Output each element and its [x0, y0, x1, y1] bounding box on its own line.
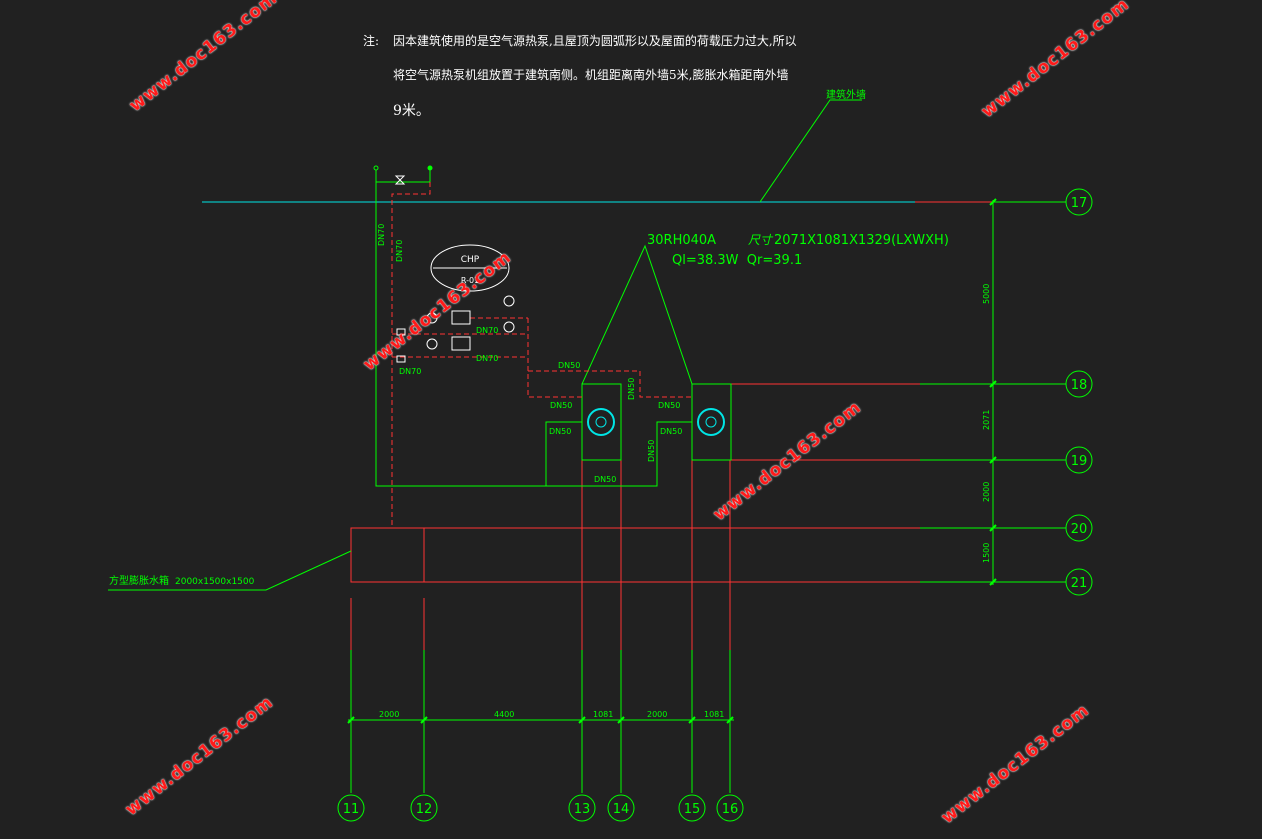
axis-label-18: 18: [1071, 378, 1088, 393]
supply-pipe: [391, 182, 431, 528]
dim-label: 4400: [494, 710, 514, 719]
pipe-label: DN70: [395, 240, 404, 262]
note-line-2: 将空气源热泵机组放置于建筑南侧。机组距离南外墙5米,膨胀水箱距南外墙: [393, 68, 789, 82]
axis-label-19: 19: [1071, 454, 1088, 469]
axis-label-20: 20: [1071, 522, 1088, 537]
pipe-label: DN70: [377, 224, 386, 246]
pipe-label: DN50: [660, 427, 682, 436]
tank-leader: [108, 550, 352, 591]
gauge-icon: [426, 312, 438, 324]
axis-label-16: 16: [722, 802, 739, 817]
note-label: 注:: [363, 34, 380, 48]
dim-label: 2071: [982, 410, 991, 430]
return-pipe-branch: [545, 421, 582, 486]
outer-wall-label: 建筑外墙: [826, 88, 866, 101]
pipe-label: DN50: [658, 401, 680, 410]
valve-icon: [396, 328, 406, 336]
note-line-3: 9米。: [393, 103, 430, 119]
fan-icon: [587, 408, 615, 436]
expansion-tank: [350, 527, 425, 583]
pump-ellipse: [430, 244, 510, 292]
axis-label-14: 14: [613, 802, 630, 817]
dim-label: 2000: [982, 482, 991, 502]
fan-icon: [705, 416, 717, 428]
pump-label: CHP: [461, 255, 480, 265]
supply-pipe: [528, 370, 692, 398]
pipe-label: DN50: [558, 361, 580, 370]
wall-leader: [759, 99, 862, 203]
dim-label: 2000: [647, 710, 667, 719]
pump-sub-label: R-01: [461, 276, 479, 285]
unit-capacity: Ql=38.3W Qr=39.1: [672, 253, 802, 268]
supply-pipe: [527, 318, 582, 398]
tank-size: 2000x1500x1500: [175, 577, 255, 587]
pipe-label: DN50: [627, 378, 636, 400]
axis-label-12: 12: [416, 802, 433, 817]
return-pipe: [375, 170, 692, 487]
valve-icon: [396, 355, 406, 363]
axis-label-17: 17: [1071, 196, 1088, 211]
pump-icon: [451, 336, 471, 351]
pump-icon: [451, 310, 471, 325]
pipe-label: DN70: [476, 326, 498, 335]
note-line-1: 因本建筑使用的是空气源热泵,且屋顶为圆弧形以及屋面的荷载压力过大,所以: [393, 34, 797, 48]
dim-label: 1500: [982, 543, 991, 563]
fan-icon: [595, 416, 607, 428]
valve-icon: [394, 175, 406, 185]
pipe-label: DN70: [399, 367, 421, 376]
dim-label: 1081: [593, 710, 613, 719]
dim-label: 2000: [379, 710, 399, 719]
vent-icon: [427, 165, 433, 171]
gauge-icon: [426, 338, 438, 350]
unit-leader: [581, 244, 693, 385]
vent-icon: [373, 165, 379, 171]
unit-model: 30RH040A: [647, 233, 716, 248]
pipe-label: DN50: [550, 401, 572, 410]
gauge-icon: [503, 295, 515, 307]
unit-size-label: 尺寸: [748, 233, 774, 247]
axis-label-21: 21: [1071, 576, 1088, 591]
pipe-label: DN50: [549, 427, 571, 436]
dim-label: 5000: [982, 284, 991, 304]
pipe-label: DN50: [647, 440, 656, 462]
gauge-icon: [503, 321, 515, 333]
tank-label: 方型膨胀水箱: [109, 574, 169, 587]
pipe-label: DN50: [594, 475, 616, 484]
fan-icon: [697, 408, 725, 436]
dim-label: 1081: [704, 710, 724, 719]
unit-size: 2071X1081X1329(LXWXH): [774, 233, 949, 248]
axis-label-15: 15: [684, 802, 701, 817]
axis-label-13: 13: [574, 802, 591, 817]
axis-label-11: 11: [343, 802, 360, 817]
pipe-label: DN70: [476, 354, 498, 363]
